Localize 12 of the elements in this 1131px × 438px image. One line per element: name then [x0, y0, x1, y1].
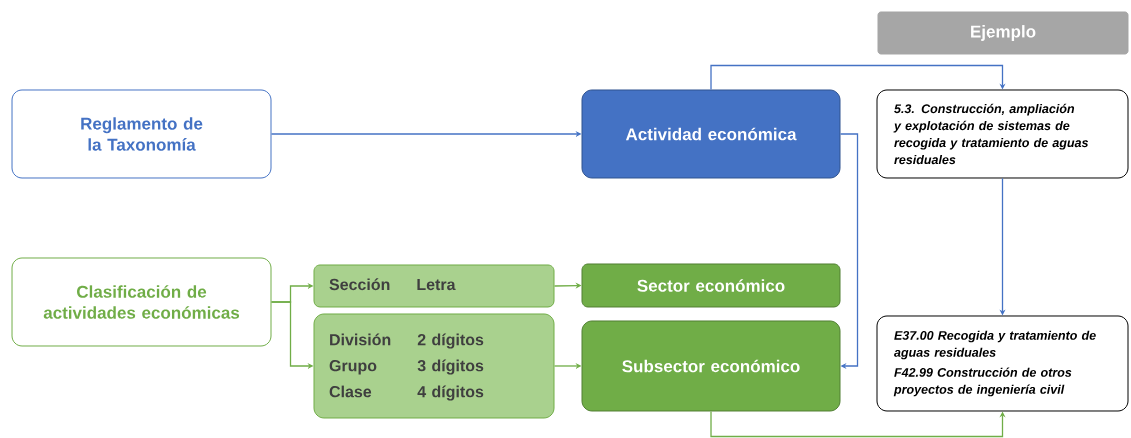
code-box: División 2 dígitos Grupo 3 dígitos Clase 4 dígitos	[313, 313, 555, 419]
process-box: Subsector económico	[581, 320, 841, 412]
heading-box: Ejemplo	[877, 11, 1129, 55]
example-box: 5.3. Construcción, ampliación y explotación de sistemas de recogida y tratamiento de aguas residuales	[876, 89, 1129, 179]
process-box: Sector económico	[581, 263, 841, 308]
source-box: Reglamento de la Taxonomía	[11, 89, 272, 179]
arrow	[839, 133, 859, 370]
process-box: Actividad económica	[581, 89, 841, 179]
source-box: Clasificación de actividades económicas	[11, 257, 272, 347]
code-box: Sección Letra	[313, 264, 555, 308]
arrow	[710, 64, 1006, 91]
example-box: E37.00 Recogida y tratamiento de aguas residuales F42.99 Construcción de otros proyectos de ingeniería civil	[876, 315, 1129, 412]
